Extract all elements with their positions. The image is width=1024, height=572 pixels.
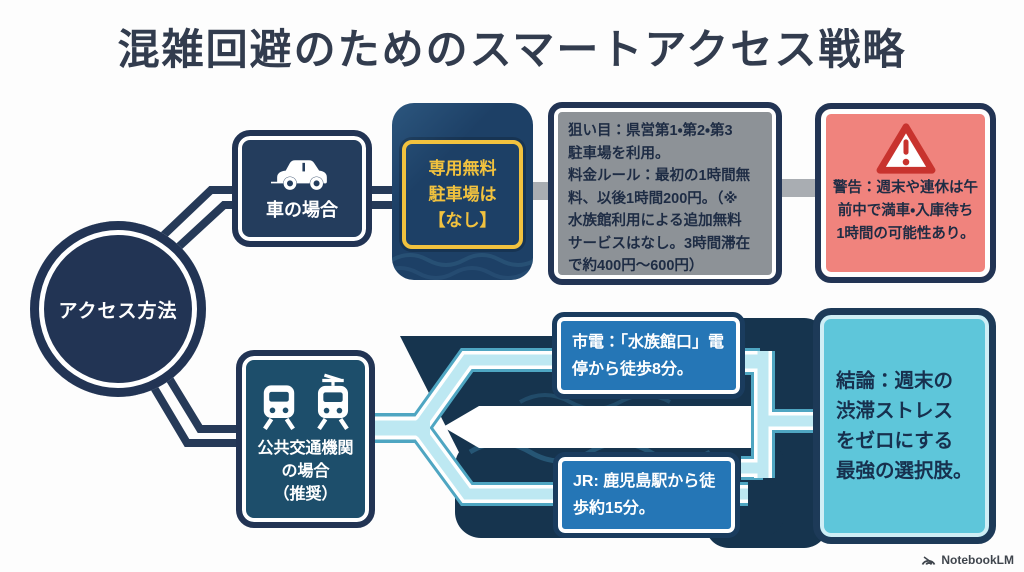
parking-status-panel: 専用無料 駐車場は 【なし】: [392, 103, 533, 280]
parking-details-box: 狙い目：県営第1・第2・第3 駐車場を利用。 料金ルール：最初の1時間無 料、以…: [548, 102, 782, 285]
warning-text: 警告：週末や連休は午 前中で満車・入庫待ち 1時間の可能性あり。: [833, 180, 978, 242]
car-node-label: 車の場合: [266, 199, 338, 220]
notebooklm-brand: NotebookLM: [941, 553, 1014, 567]
page-title: 混雑回避のためのスマートアクセス戦略: [117, 28, 907, 74]
tram-icon: [316, 373, 349, 430]
access-method-label: アクセス方法: [58, 300, 178, 322]
transit-node-label: 公共交通機関 の場合 （推奨）: [257, 439, 354, 503]
conclusion-box: 結論：週末の 渋滞ストレス をゼロにする 最強の選択肢。: [813, 308, 996, 544]
notebooklm-attribution: NotebookLM: [921, 553, 1014, 567]
warning-triangle-icon: [876, 123, 935, 174]
parking-status-box: 専用無料 駐車場は 【なし】: [402, 140, 523, 249]
notebooklm-logo-icon: [922, 556, 936, 566]
white-arrow-shape: [443, 406, 754, 448]
car-node: 車の場合: [232, 130, 372, 247]
tram-route-box: 市電：「水族館口」電 停から徒歩8分。: [552, 312, 745, 399]
jr-route-box: JR: 鹿児島駅から徒 歩約15分。: [553, 452, 740, 538]
parking-warning-box: 警告：週末や連休は午 前中で満車・入庫待ち 1時間の可能性あり。: [815, 103, 996, 283]
transit-node: 公共交通機関 の場合 （推奨）: [236, 350, 375, 528]
access-method-node: アクセス方法: [30, 221, 206, 397]
wave-decoration: [392, 253, 533, 280]
train-icon: [262, 384, 295, 430]
car-icon: [271, 159, 327, 190]
